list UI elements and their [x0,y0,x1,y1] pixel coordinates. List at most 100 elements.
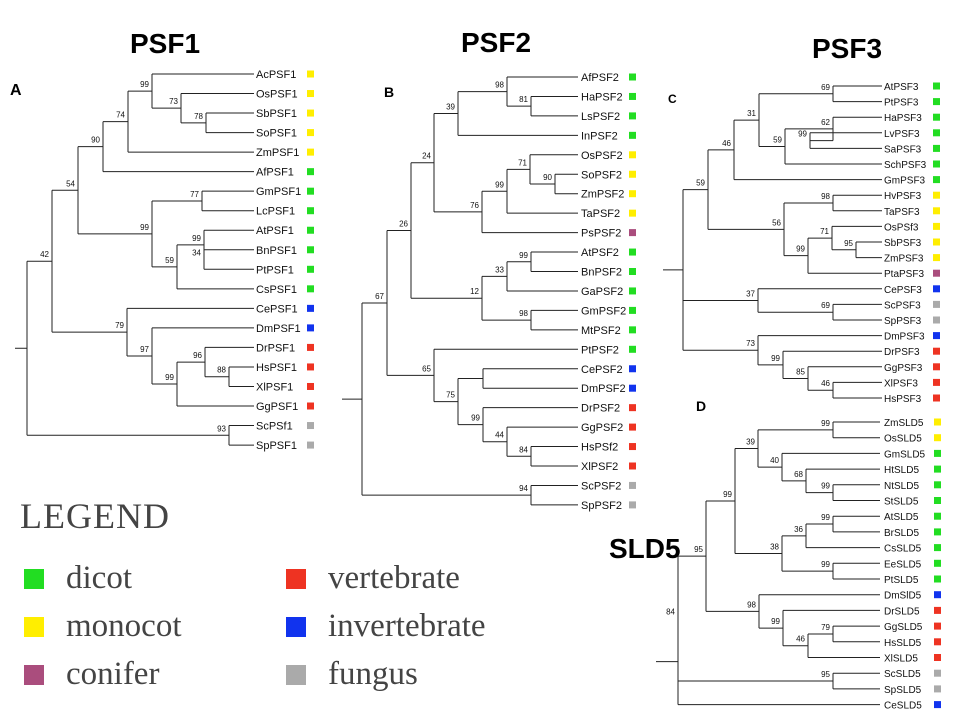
bootstrap-value: 99 [771,354,780,363]
invertebrate-marker [933,285,940,293]
monocot-marker [933,254,940,262]
conifer-swatch [24,664,44,685]
legend-item-conifer: conifer [24,656,159,693]
bootstrap-value: 75 [446,391,455,400]
legend-title: LEGEND [20,496,170,536]
dicot-marker [307,226,314,234]
monocot-marker [934,434,941,442]
leaf-label: MtPSF2 [581,325,621,337]
leaf-label: ScPSf1 [256,421,293,433]
leaf-label: XlSLD5 [884,654,918,665]
bootstrap-value: 46 [821,379,830,388]
monocot-marker [934,418,941,426]
dicot-marker [629,345,636,353]
bootstrap-value: 42 [40,250,49,259]
leaf-label: SchPSF3 [884,160,927,171]
leaf-label: AcPSF1 [256,69,296,81]
leaf-label: TaPSF2 [581,208,620,220]
bootstrap-value: 84 [519,445,528,454]
vertebrate-marker [629,443,636,451]
legend-item-vertebrate: vertebrate [286,560,460,597]
dicot-marker [307,265,314,273]
bootstrap-value: 98 [821,192,830,201]
panel-label-a: A [10,82,22,99]
monocot-marker [307,109,314,117]
bootstrap-value: 37 [746,290,755,299]
conifer-marker [629,229,636,237]
leaf-label: OsPSF2 [581,150,623,162]
leaf-label: GgSLD5 [884,622,923,633]
leaf-label: GmPSF3 [884,176,926,187]
leaf-label: TaPSF3 [884,207,920,218]
leaf-label: SbPSF1 [256,108,297,120]
conifer-marker [933,269,940,277]
bootstrap-value: 97 [140,345,149,354]
panel-label-b: B [384,84,395,100]
leaf-label: ScPSF3 [884,300,921,311]
monocot-marker [307,148,314,156]
bootstrap-value: 69 [821,83,830,92]
leaf-label: ZmPSF1 [256,147,299,159]
leaf-label: DrPSF3 [884,347,920,358]
leaf-label: HvPSF3 [884,191,922,202]
leaf-label: PtSLD5 [884,575,919,586]
bootstrap-value: 99 [192,234,201,243]
monocot-marker [933,191,940,199]
dicot-marker [933,113,940,121]
leaf-label: DrPSF2 [581,403,620,415]
bootstrap-value: 73 [746,339,755,348]
bootstrap-value: 98 [747,600,756,609]
bootstrap-value: 76 [470,201,479,210]
invertebrate-marker [933,332,940,340]
leaf-label: SpPSF2 [581,500,622,512]
leaf-label: ScSLD5 [884,669,921,680]
leaf-label: BnPSF2 [581,267,622,279]
bootstrap-value: 94 [519,484,528,493]
bootstrap-value: 24 [422,152,431,161]
bootstrap-value: 99 [771,617,780,626]
bootstrap-value: 44 [495,431,504,440]
leaf-label: HaPSF2 [581,91,623,103]
monocot-marker [933,222,940,230]
invertebrate-marker [307,304,314,312]
dicot-marker [934,575,941,583]
bootstrap-value: 81 [519,95,528,104]
leaf-label: PtPSF3 [884,98,919,109]
bootstrap-value: 99 [796,245,805,254]
dicot-marker [307,168,314,176]
bootstrap-value: 74 [116,111,125,120]
monocot-marker [629,190,636,198]
leaf-label: HsPSf2 [581,442,618,454]
invertebrate-marker [629,384,636,392]
bootstrap-value: 59 [773,135,782,144]
leaf-label: SoPSF2 [581,169,622,181]
dicot-marker [629,287,636,295]
vertebrate-marker [307,402,314,410]
leaf-label: OsPSf3 [884,222,919,233]
monocot-marker [307,90,314,98]
bootstrap-value: 95 [844,239,853,248]
vertebrate-marker [934,654,941,661]
dicot-marker [629,92,636,100]
monocot-swatch [24,616,44,637]
vertebrate-marker [933,378,940,386]
monocot-marker [629,151,636,159]
dicot-marker [629,112,636,120]
fungus-marker [933,300,940,308]
leaf-label: OsSLD5 [884,434,922,445]
bootstrap-value: 85 [796,368,805,377]
monocot-marker [307,129,314,137]
fungus-swatch [286,664,306,685]
invertebrate-marker [307,324,314,332]
bootstrap-value: 71 [820,227,829,236]
vertebrate-swatch [286,568,306,589]
leaf-label: PsPSF2 [581,228,621,240]
bootstrap-value: 59 [165,256,174,265]
bootstrap-value: 73 [169,97,178,106]
dicot-marker [629,326,636,334]
leaf-label: GmPSF1 [256,186,301,198]
leaf-label: DmPSF1 [256,323,301,335]
leaf-label: SaPSF3 [884,144,922,155]
